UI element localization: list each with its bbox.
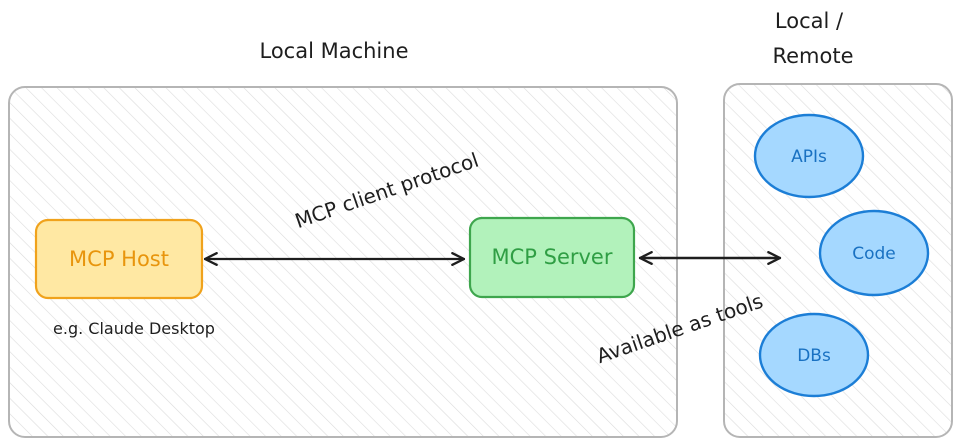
mcp-server-label: MCP Server bbox=[492, 245, 613, 269]
apis-node: APIs bbox=[753, 113, 865, 199]
mcp-host-label: MCP Host bbox=[69, 247, 169, 271]
local-remote-label-line1: Local / bbox=[775, 9, 844, 33]
mcp-server-node: MCP Server bbox=[468, 216, 636, 299]
code-label: Code bbox=[852, 244, 896, 264]
apis-label: APIs bbox=[791, 147, 827, 167]
local-machine-label: Local Machine bbox=[259, 39, 408, 63]
host-example-label: e.g. Claude Desktop bbox=[53, 319, 215, 338]
dbs-label: DBs bbox=[797, 346, 831, 366]
dbs-node: DBs bbox=[758, 312, 870, 398]
mcp-host-node: MCP Host bbox=[34, 218, 204, 300]
code-node: Code bbox=[818, 209, 930, 297]
local-remote-label-line2: Remote bbox=[772, 44, 853, 68]
